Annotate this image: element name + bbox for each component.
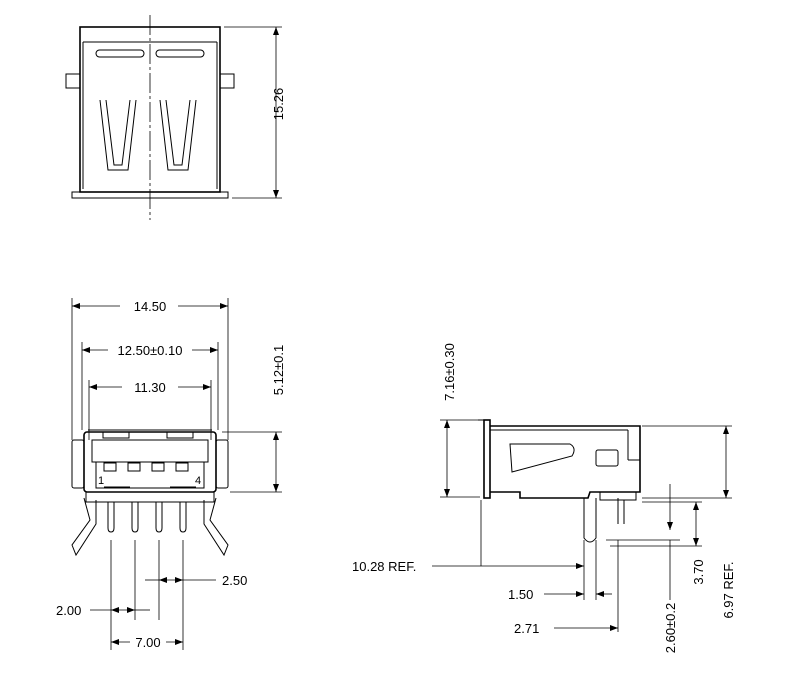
front-arrow-offset-left	[111, 607, 119, 613]
side-pin-width-label: 1.50	[508, 587, 533, 602]
front-latch-window-left	[102, 431, 130, 439]
side-arrow-pinwidth-left	[576, 591, 584, 597]
front-arrow-open-left	[89, 384, 97, 390]
front-tongue	[95, 461, 205, 489]
front-arrow-overall-left	[72, 303, 80, 309]
front-overall-width-label: 14.50	[134, 299, 167, 314]
side-lead-length-label: 2.60±0.2	[663, 603, 678, 654]
front-pin-pitch-label: 2.50	[222, 573, 247, 588]
side-arrow-pinwidth-right	[596, 591, 604, 597]
side-arrow-offset	[610, 625, 618, 631]
front-arrow-span-left	[111, 639, 119, 645]
side-arrow-ref-up	[723, 426, 729, 434]
front-pin-1	[107, 502, 115, 533]
side-ref-height-label: 6.97 REF.	[721, 561, 736, 618]
top-height-label: 15.26	[271, 88, 286, 121]
side-pin-offset-label: 2.71	[514, 621, 539, 636]
front-pin-offset-label: 2.00	[56, 603, 81, 618]
top-latch-right	[159, 99, 197, 171]
side-arrow-depth	[576, 563, 584, 569]
top-slot-left	[95, 49, 145, 58]
side-arrow-drop-up	[693, 502, 699, 510]
front-flange-left	[71, 439, 85, 489]
front-leg-right	[203, 497, 229, 557]
front-contact-4	[175, 462, 189, 472]
front-height-label: 5.12±0.1	[271, 345, 286, 396]
front-arrow-pitch-left	[159, 577, 167, 583]
side-view: 7.16±0.30 10.28 REF. 1.50	[352, 343, 736, 653]
front-opening-width-label: 11.30	[134, 380, 166, 395]
front-arrow-overall-right	[220, 303, 228, 309]
front-arrow-open-right	[203, 384, 211, 390]
side-arrow-height-up	[444, 420, 450, 428]
front-contact-2	[127, 462, 141, 472]
side-height-label: 7.16±0.30	[442, 343, 457, 401]
top-slot-right	[155, 49, 205, 58]
front-arrow-span-right	[175, 639, 183, 645]
front-arrow-body-left	[82, 347, 90, 353]
front-latch-window-right	[166, 431, 194, 439]
top-dim-arrow-up	[273, 27, 279, 35]
side-arrow-height-down	[444, 489, 450, 497]
top-tab-right	[220, 73, 235, 89]
side-depth-label: 10.28 REF.	[352, 559, 416, 574]
front-pin-4	[179, 502, 187, 533]
front-view: 14.50 12.50±0.10 11.30 1 4	[56, 298, 286, 650]
front-arrow-offset-right	[127, 607, 135, 613]
front-pin-span-label: 7.00	[135, 635, 160, 650]
top-base-flange	[71, 191, 229, 199]
front-pin-2	[131, 502, 139, 533]
top-view: 15.26	[65, 15, 286, 220]
front-body-width-label: 12.50±0.10	[118, 343, 183, 358]
top-latch-left	[99, 99, 137, 171]
side-drop-label: 3.70	[691, 559, 706, 584]
front-base	[85, 491, 215, 503]
front-arrow-height-down	[273, 484, 279, 492]
front-pin-3	[155, 502, 163, 533]
front-pin-1-label: 1	[98, 475, 104, 487]
front-flange-right	[215, 439, 229, 489]
side-arrow-drop-down	[693, 538, 699, 546]
front-pin-4-label: 4	[195, 475, 201, 487]
front-arrow-height-up	[273, 432, 279, 440]
front-leg-left	[71, 497, 97, 557]
front-opening	[91, 439, 209, 463]
side-body-outline	[490, 425, 641, 499]
side-pin	[583, 498, 597, 543]
top-dim-arrow-down	[273, 190, 279, 198]
front-arrow-body-right	[210, 347, 218, 353]
side-latch	[509, 443, 575, 473]
front-arrow-pitch-right	[175, 577, 183, 583]
front-contact-3	[151, 462, 165, 472]
side-window	[595, 449, 619, 467]
side-front-flange	[483, 419, 491, 499]
side-arrow-lead-up	[667, 522, 673, 530]
top-tab-left	[65, 73, 80, 89]
front-contact-1	[103, 462, 117, 472]
side-arrow-ref-down	[723, 490, 729, 498]
